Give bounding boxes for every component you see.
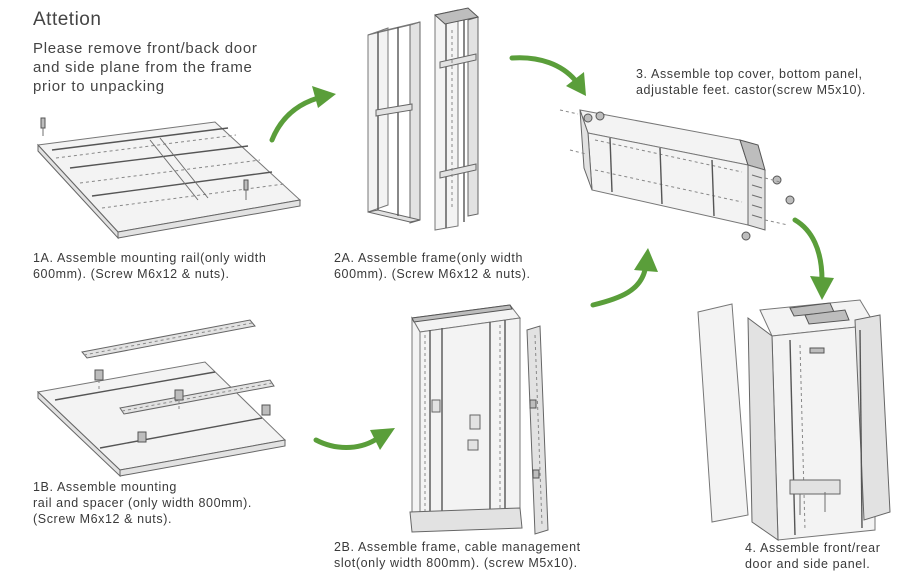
arrow-1b-to-2b: [313, 428, 395, 450]
figure-4-completed-cabinet: [697, 299, 891, 541]
figure-2a-frame: [367, 7, 480, 231]
arrow-2b-to-3: [590, 248, 658, 308]
attention-title: Attetion: [33, 9, 102, 30]
arrow-1a-to-2a: [269, 86, 336, 143]
figure-1b-rail-and-spacer: [36, 319, 287, 478]
figure-1a-mounting-rail: [36, 117, 302, 240]
step-2b-caption: 2B. Assemble frame, cable management slo…: [334, 540, 581, 570]
step-1a-caption: 1A. Assemble mounting rail(only width 60…: [33, 251, 267, 281]
step-3-caption: 3. Assemble top cover, bottom panel, adj…: [636, 67, 866, 97]
step-1b-caption: 1B. Assemble mounting rail and spacer (o…: [33, 480, 252, 526]
attention-body: Please remove front/back door and side p…: [33, 40, 258, 95]
arrow-3-to-4: [792, 217, 834, 300]
figure-3-top-bottom-panel: [559, 109, 795, 241]
figure-2b-frame-cable-management: [409, 304, 549, 535]
step-2a-caption: 2A. Assemble frame(only width 600mm). (S…: [334, 251, 531, 281]
step-4-caption: 4. Assemble front/rear door and side pan…: [745, 541, 881, 571]
arrow-2a-to-3: [509, 55, 586, 96]
